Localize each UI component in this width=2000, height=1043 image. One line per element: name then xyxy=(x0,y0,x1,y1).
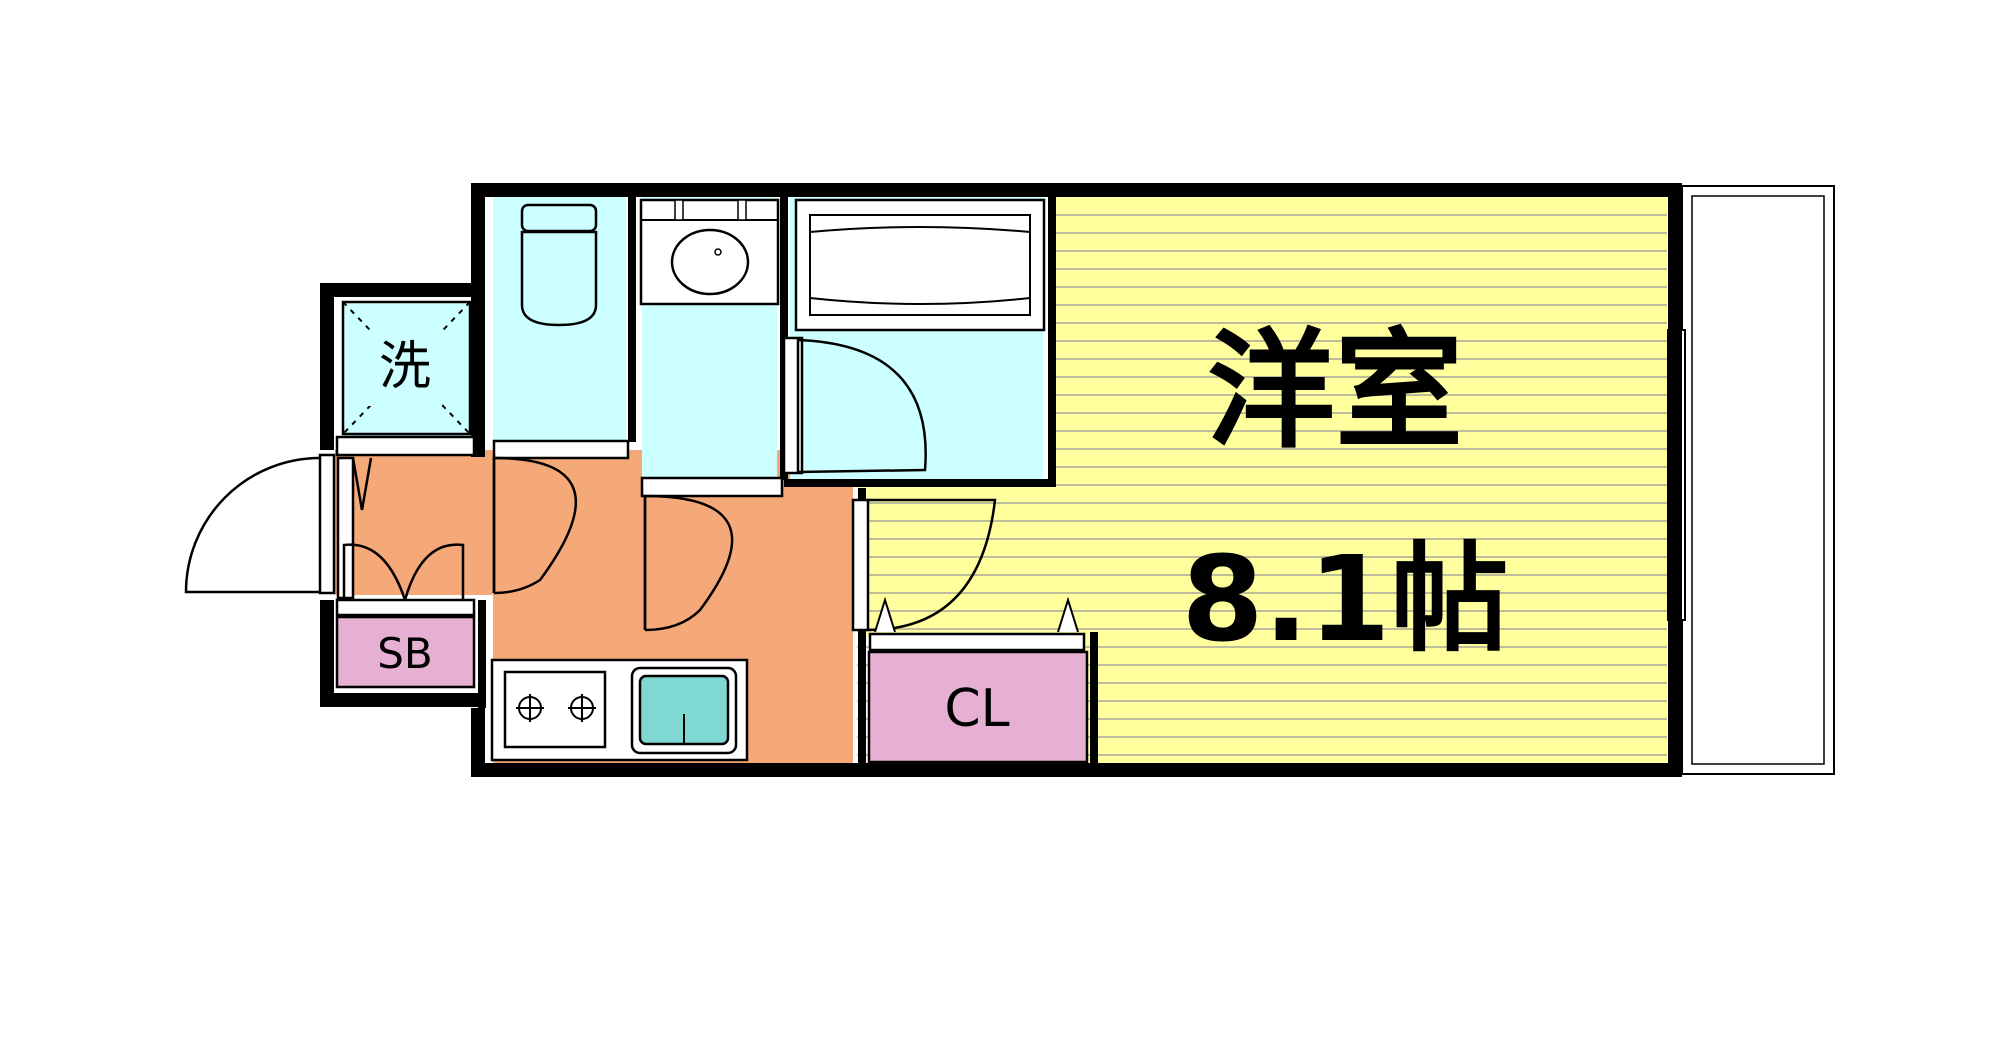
kitchen xyxy=(490,658,749,762)
closet: CL xyxy=(867,596,1089,764)
shoe-box: SB xyxy=(335,615,476,689)
shoe-box-label: SB xyxy=(377,629,432,678)
interior-doors xyxy=(492,338,997,632)
washer-label: 洗 xyxy=(379,337,431,397)
washbasin xyxy=(639,198,784,498)
washer-space: 洗 xyxy=(335,300,476,457)
walls xyxy=(320,183,1682,777)
balcony xyxy=(1666,185,1835,775)
room-name: 洋室 xyxy=(1207,317,1463,466)
toilet xyxy=(492,203,630,460)
western-room xyxy=(857,197,1667,763)
closet-label: CL xyxy=(944,679,1009,739)
shoe-box-doors xyxy=(335,456,476,617)
entrance-door xyxy=(184,453,336,595)
room-size: 8.1帖 xyxy=(1181,530,1508,668)
bathtub xyxy=(782,198,1046,475)
